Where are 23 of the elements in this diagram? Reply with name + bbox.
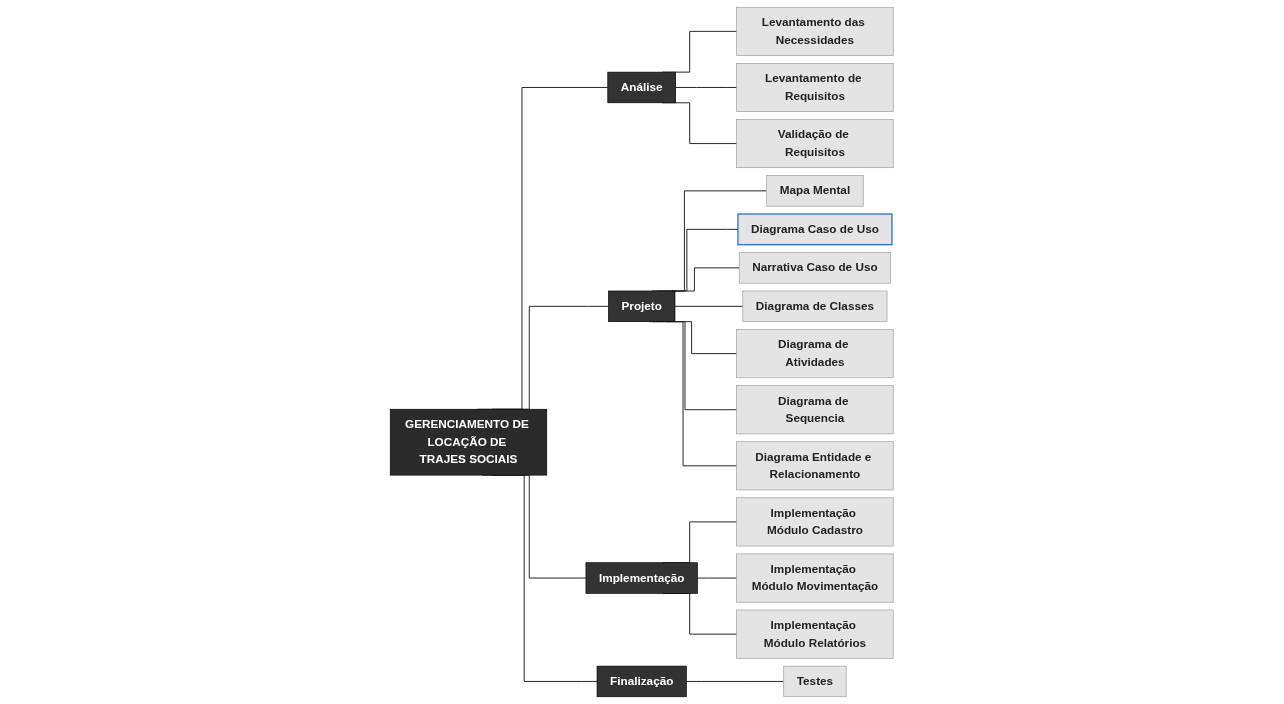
connector (697, 577, 738, 579)
node-box: Levantamento de Requisitos (736, 63, 894, 112)
node-box: Implementação (585, 562, 699, 594)
node-box: Projeto (608, 290, 676, 322)
node-box: Testes (783, 665, 847, 698)
node-box: Validação de Requisitos (736, 119, 894, 169)
node-box: Implementação Módulo Relatórios (736, 609, 894, 659)
connector (674, 305, 744, 307)
node-box: Diagrama Entidade e Relacionamento (736, 441, 894, 491)
node-box: Mapa Mental (766, 175, 864, 207)
node-box: Diagrama de Atividades (736, 329, 894, 379)
node-box: Narrativa Caso de Uso (739, 252, 892, 284)
node-box: Finalização (596, 665, 688, 698)
connector (686, 680, 785, 682)
node-box: Diagrama Caso de Uso (737, 213, 893, 246)
node-box: Diagrama de Classes (742, 290, 888, 322)
node-box: Levantamento das Necessidades (736, 6, 894, 56)
node-box: Implementação Módulo Movimentação (736, 553, 894, 603)
node-box: GERENCIAMENTO DE LOCAÇÃO DE TRAJES SOCIAIS (390, 408, 548, 476)
node-box: Análise (607, 71, 677, 104)
node-box: Implementação Módulo Cadastro (736, 497, 894, 547)
node-box: Diagrama de Sequencia (736, 385, 894, 435)
connector (675, 87, 738, 88)
